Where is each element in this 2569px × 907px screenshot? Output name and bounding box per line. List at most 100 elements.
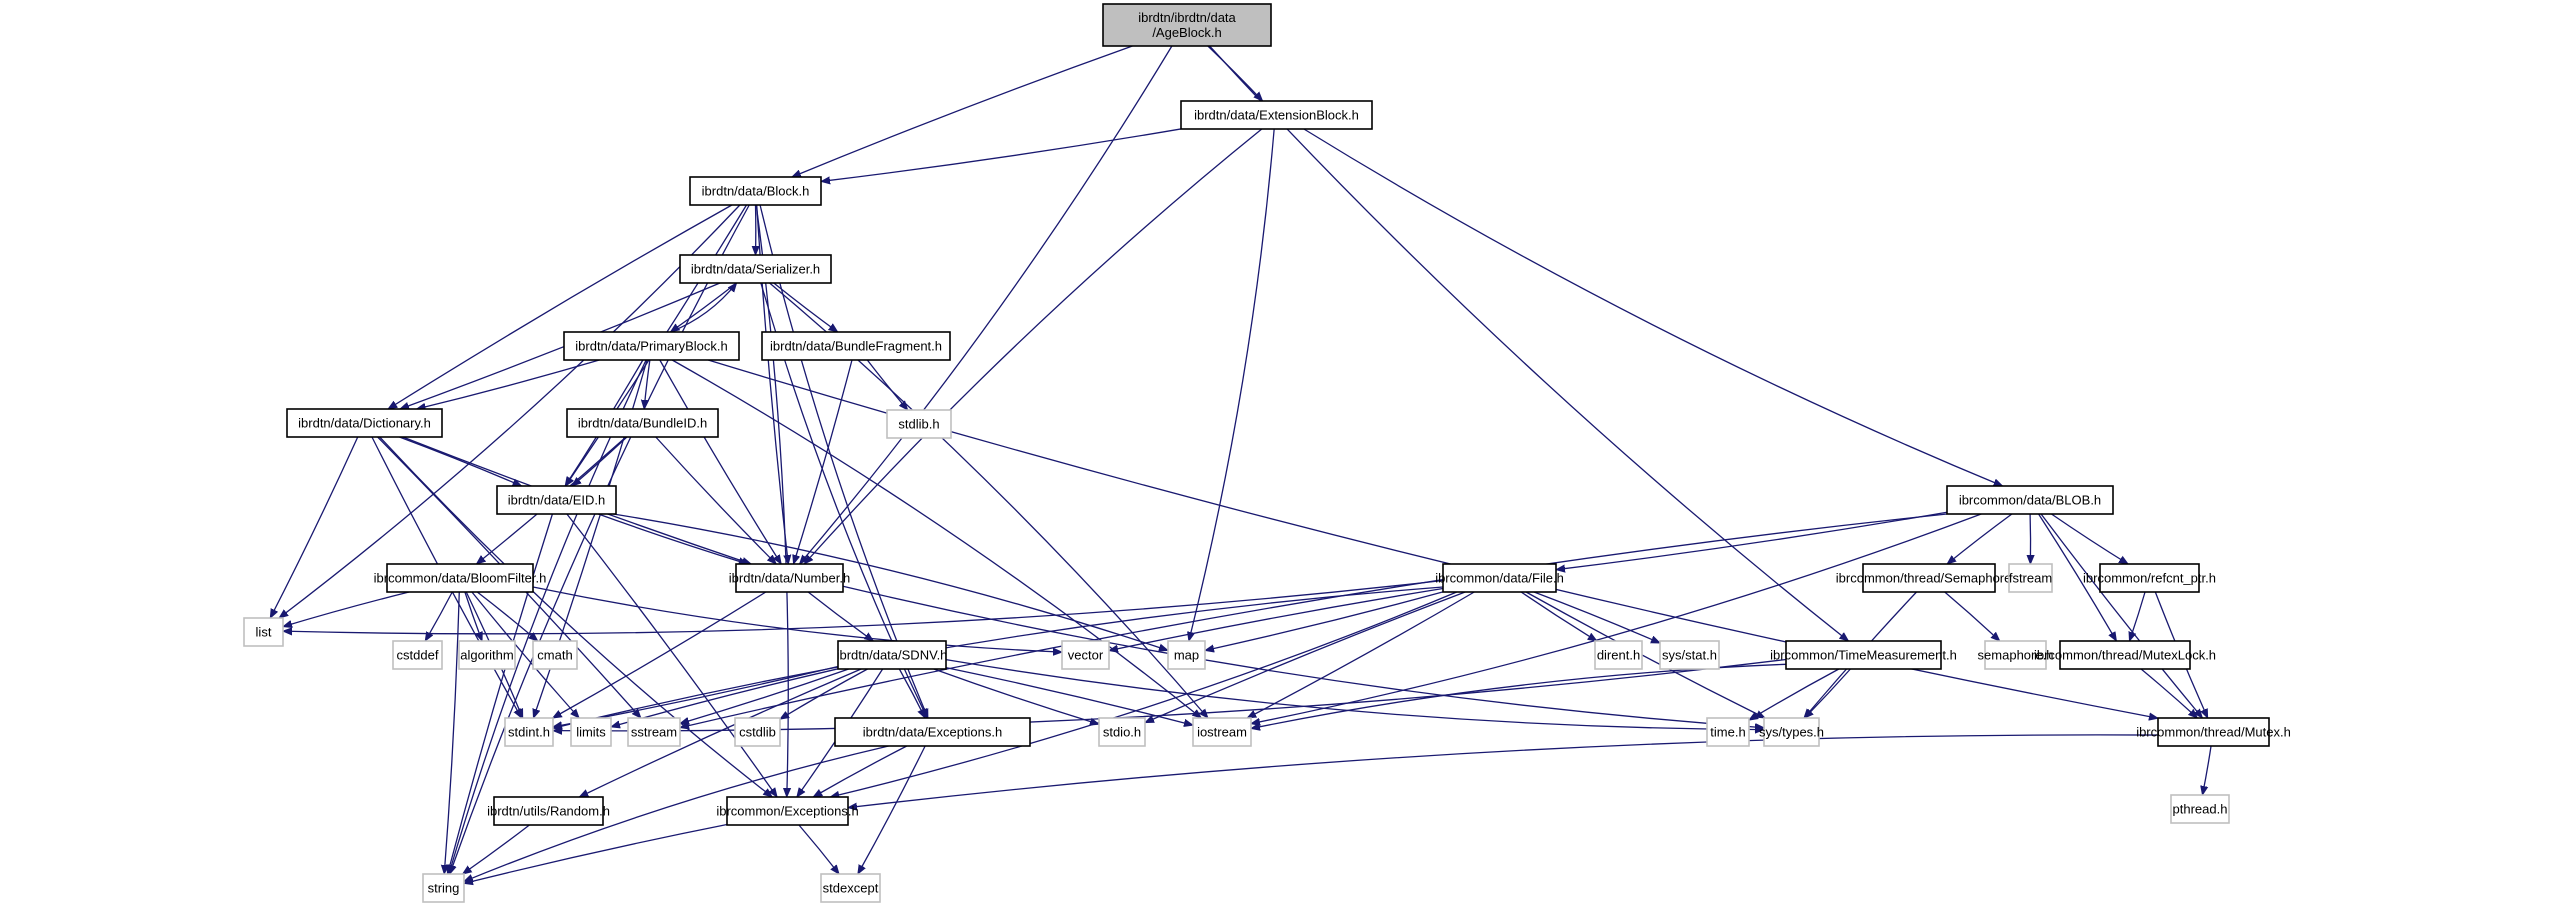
edge-blob-to-iostream bbox=[1251, 513, 1982, 724]
node-algorithm-label: algorithm bbox=[460, 648, 513, 663]
node-list: list bbox=[243, 617, 284, 647]
node-bundleid-box bbox=[566, 408, 719, 438]
edge-blob-to-mutex bbox=[2040, 513, 2202, 718]
edge-bundleid-to-eid bbox=[572, 436, 628, 486]
edge-file-to-map bbox=[1205, 591, 1444, 651]
edge-primaryblock-to-serializer bbox=[670, 283, 736, 333]
edge-ageblock-to-extensionblock bbox=[1207, 45, 1263, 101]
node-number[interactable]: ibrdtn/data/Number.h bbox=[729, 563, 850, 593]
node-stdexcept-label: stdexcept bbox=[823, 881, 879, 896]
node-sstream: sstream bbox=[627, 717, 681, 747]
node-cstddef-label: cstddef bbox=[397, 648, 439, 663]
node-random[interactable]: ibrdtn/utils/Random.h bbox=[487, 796, 610, 826]
node-semaphoreh-box bbox=[1984, 640, 2047, 670]
edge-bundlefragment-to-stdlib bbox=[866, 359, 907, 410]
node-stdexcept-box bbox=[820, 873, 881, 903]
node-map-box bbox=[1167, 640, 1206, 670]
edge-eid-to-number bbox=[598, 513, 747, 564]
edge-extensionblock-to-map bbox=[1189, 128, 1275, 641]
node-stdio: stdio.h bbox=[1098, 717, 1146, 747]
node-file-box bbox=[1442, 563, 1557, 593]
node-bundlefragment[interactable]: ibrdtn/data/BundleFragment.h bbox=[761, 331, 951, 361]
node-ageblock-label: ibrdtn/ibrdtn/data bbox=[1138, 10, 1236, 25]
edge-bloomfilter-to-vector bbox=[532, 586, 1062, 652]
node-sdnv[interactable]: ibrdtn/data/SDNV.h bbox=[837, 640, 948, 670]
node-semaphore-box bbox=[1862, 563, 1996, 593]
edge-bloomfilter-to-algorithm bbox=[464, 591, 482, 641]
node-primaryblock-box bbox=[563, 331, 740, 361]
edge-bloomfilter-to-list bbox=[283, 591, 410, 627]
edge-file-to-stdint bbox=[553, 586, 1444, 728]
edge-number-to-stdint bbox=[553, 591, 767, 718]
edge-bundleid-to-number bbox=[655, 436, 776, 564]
node-stdio-box bbox=[1098, 717, 1146, 747]
edge-ageblock-to-block bbox=[792, 45, 1133, 178]
node-extensionblock[interactable]: ibrdtn/data/ExtensionBlock.h bbox=[1180, 100, 1373, 130]
node-extensionblock-label: ibrdtn/data/ExtensionBlock.h bbox=[1194, 108, 1359, 123]
edge-dictionary-to-commonexceptions bbox=[379, 436, 772, 797]
node-bloomfilter[interactable]: ibrcommon/data/BloomFilter.h bbox=[374, 563, 547, 593]
node-eid[interactable]: ibrdtn/data/EID.h bbox=[496, 485, 617, 515]
edge-dataexceptions-to-commonexceptions bbox=[813, 745, 908, 797]
node-serializer[interactable]: ibrdtn/data/Serializer.h bbox=[679, 254, 832, 284]
edges-layer bbox=[269, 45, 2212, 884]
edge-number-to-sdnv bbox=[807, 591, 873, 641]
edge-extensionblock-to-number bbox=[804, 128, 1263, 564]
edge-random-to-string bbox=[463, 824, 530, 874]
edge-blob-to-file bbox=[1556, 511, 1948, 569]
edge-bloomfilter-to-cmath bbox=[476, 591, 537, 641]
node-sdnv-box bbox=[837, 640, 947, 670]
node-number-label: ibrdtn/data/Number.h bbox=[729, 571, 850, 586]
node-block-label: ibrdtn/data/Block.h bbox=[702, 184, 810, 199]
node-eid-label: ibrdtn/data/EID.h bbox=[508, 493, 606, 508]
node-mutex[interactable]: ibrcommon/thread/Mutex.h bbox=[2136, 717, 2291, 747]
node-timemeasurement-label: ibrcommon/TimeMeasurement.h bbox=[1770, 648, 1957, 663]
node-commonexceptions-box bbox=[726, 796, 849, 826]
edge-extensionblock-to-block bbox=[821, 128, 1182, 182]
node-time-label: time.h bbox=[1710, 725, 1745, 740]
node-fstream: fstream bbox=[2008, 563, 2053, 593]
edge-block-to-number bbox=[756, 204, 789, 564]
node-list-box bbox=[243, 617, 284, 647]
node-limits-box bbox=[570, 717, 612, 747]
edge-primaryblock-to-iostream bbox=[671, 359, 1201, 718]
node-systypes-box bbox=[1763, 717, 1820, 747]
node-primaryblock[interactable]: ibrdtn/data/PrimaryBlock.h bbox=[563, 331, 740, 361]
node-block[interactable]: ibrdtn/data/Block.h bbox=[689, 176, 822, 206]
node-refcnt[interactable]: ibrcommon/refcnt_ptr.h bbox=[2083, 563, 2216, 593]
node-commonexceptions[interactable]: ibrcommon/Exceptions.h bbox=[716, 796, 859, 826]
node-ageblock-box bbox=[1102, 3, 1272, 47]
node-semaphore[interactable]: ibrcommon/thread/Semaphore.h bbox=[1836, 563, 2022, 593]
node-semaphore-label: ibrcommon/thread/Semaphore.h bbox=[1836, 571, 2022, 586]
node-dictionary[interactable]: ibrdtn/data/Dictionary.h bbox=[286, 408, 443, 438]
node-timemeasurement[interactable]: ibrcommon/TimeMeasurement.h bbox=[1770, 640, 1957, 670]
node-dirent-label: dirent.h bbox=[1597, 648, 1640, 663]
edge-mutex-to-pthread bbox=[2202, 745, 2212, 795]
edge-file-to-vector bbox=[1109, 587, 1444, 651]
node-dataexceptions[interactable]: ibrdtn/data/Exceptions.h bbox=[834, 717, 1031, 747]
node-dictionary-box bbox=[286, 408, 443, 438]
node-stdlib: stdlib.h bbox=[886, 409, 952, 439]
node-primaryblock-label: ibrdtn/data/PrimaryBlock.h bbox=[575, 339, 727, 354]
edge-timemeasurement-to-iostream bbox=[1251, 663, 1787, 728]
node-serializer-label: ibrdtn/data/Serializer.h bbox=[691, 262, 820, 277]
node-semaphoreh: semaphore.h bbox=[1978, 640, 2053, 670]
edge-bloomfilter-to-limits bbox=[471, 591, 579, 718]
node-ageblock[interactable]: ibrdtn/ibrdtn/data/AgeBlock.h bbox=[1102, 3, 1272, 47]
node-dataexceptions-box bbox=[834, 717, 1031, 747]
node-sdnv-label: ibrdtn/data/SDNV.h bbox=[837, 648, 948, 663]
node-blob[interactable]: ibrcommon/data/BLOB.h bbox=[1946, 485, 2114, 515]
node-ageblock-label: /AgeBlock.h bbox=[1152, 25, 1221, 40]
node-file[interactable]: ibrcommon/data/File.h bbox=[1435, 563, 1564, 593]
edge-bloomfilter-to-string bbox=[444, 591, 460, 874]
edge-commonexceptions-to-string bbox=[464, 823, 728, 884]
node-string: string bbox=[422, 873, 465, 903]
node-mutexlock-box bbox=[2059, 640, 2191, 670]
edge-refcnt-to-mutexlock bbox=[2129, 591, 2146, 641]
node-mutexlock[interactable]: ibrcommon/thread/MutexLock.h bbox=[2034, 640, 2216, 670]
edge-sdnv-to-sstream bbox=[680, 668, 849, 724]
node-bundleid[interactable]: ibrdtn/data/BundleID.h bbox=[566, 408, 719, 438]
edge-sdnv-to-iostream bbox=[945, 666, 1193, 726]
node-systypes: sys/types.h bbox=[1759, 717, 1824, 747]
